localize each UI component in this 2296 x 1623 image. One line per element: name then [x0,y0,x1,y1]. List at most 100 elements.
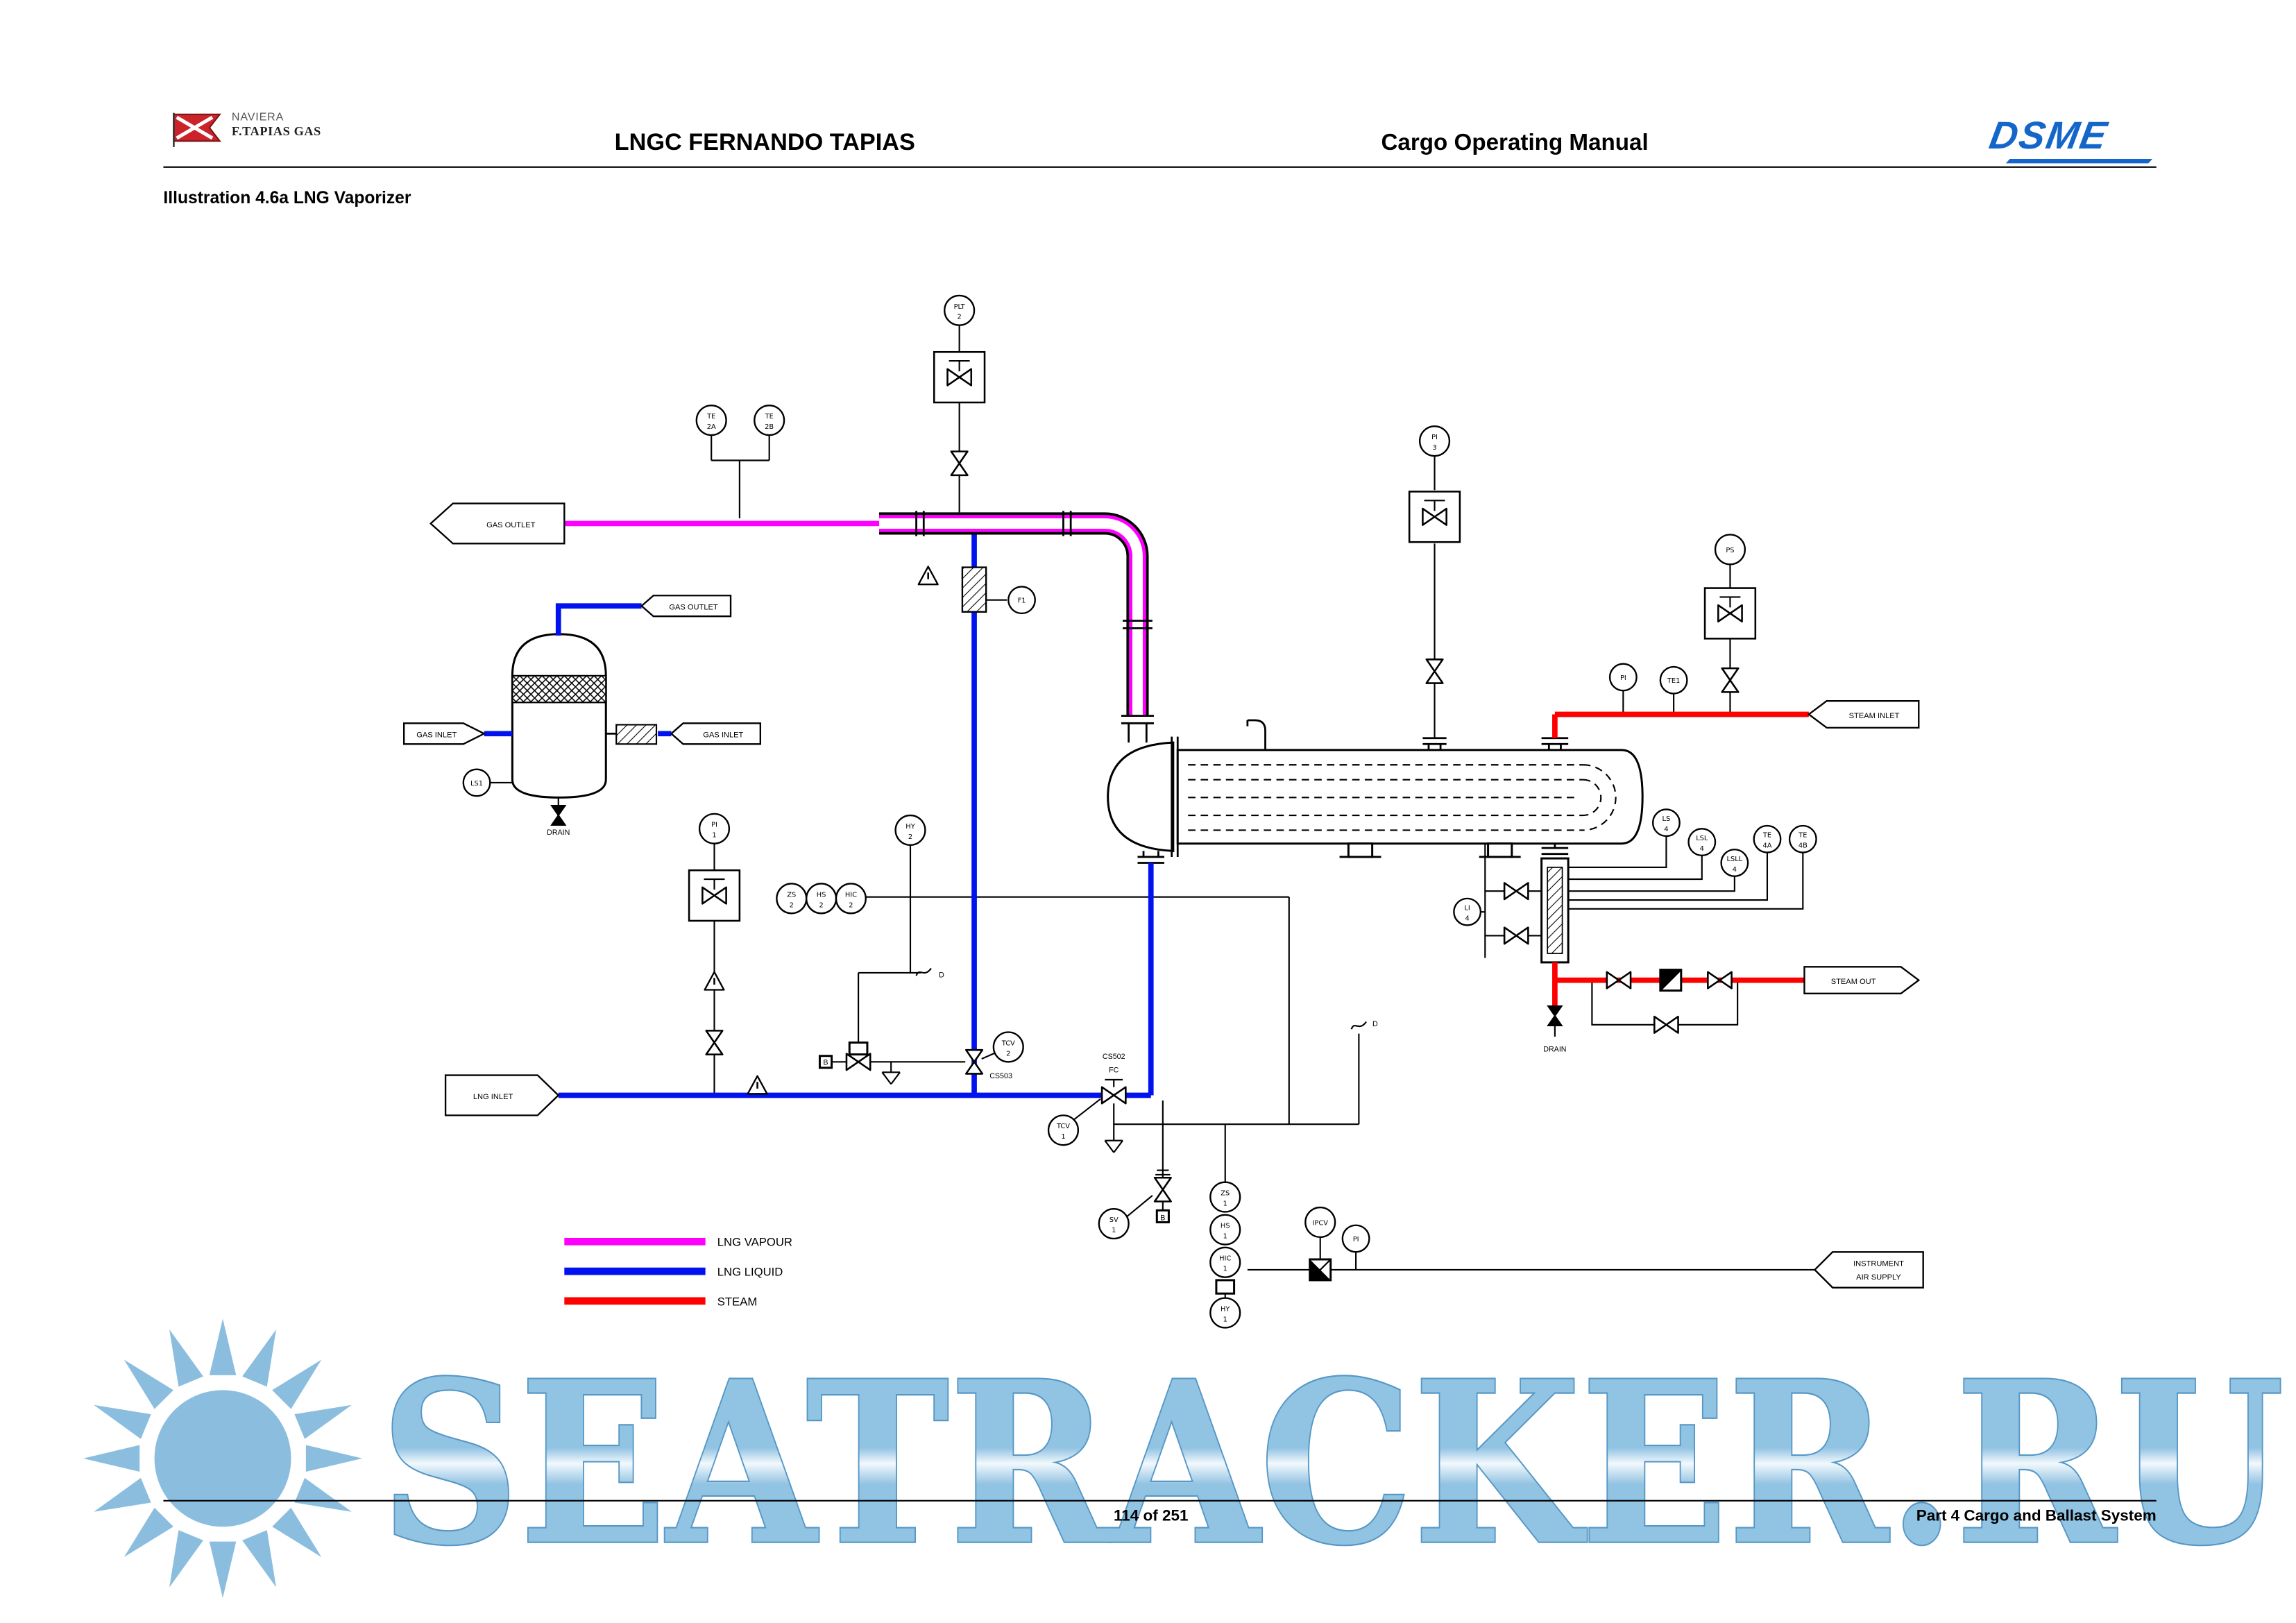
gauge-valve [1503,882,1529,901]
drain-label: DRAIN [547,829,570,837]
svg-text:1: 1 [1112,1227,1116,1234]
air-filter-regulator [1309,1258,1332,1282]
saddle-support [1347,842,1374,858]
legend: LNG VAPOUR LNG LIQUID STEAM [564,1236,792,1308]
svg-text:PI: PI [711,822,717,829]
drain-label: DRAIN [1543,1045,1566,1053]
svg-text:HS: HS [1221,1223,1230,1230]
block-valve [1721,667,1740,693]
svg-text:LI: LI [1464,905,1470,912]
svg-text:2: 2 [958,314,962,321]
line-break-squiggle [915,967,933,977]
svg-text:STEAM OUT: STEAM OUT [1831,978,1876,986]
svg-text:1: 1 [1223,1200,1227,1207]
pi1-control-valve [688,869,741,922]
warning-triangle [747,1075,768,1095]
svg-text:HIC: HIC [845,891,857,899]
svg-text:ZS: ZS [1221,1190,1230,1198]
instrument-hy1: HY1 [1209,1297,1241,1329]
fc-label: FC [1109,1066,1119,1074]
process-lines [484,520,1809,1098]
watermark-sun-icon [83,1318,363,1598]
drain-funnel [881,1071,901,1085]
svg-text:TE1: TE1 [1667,677,1680,685]
svg-text:TCV: TCV [1001,1039,1015,1047]
instrument-hy2: HY2 [894,814,926,847]
svg-text:4: 4 [1664,826,1668,833]
footer-rule [163,1499,2157,1502]
warning-triangle [917,566,939,586]
header-rule [163,166,2157,168]
svg-text:GAS OUTLET: GAS OUTLET [486,521,536,529]
instrument-ipcv: IPCV [1304,1206,1336,1239]
svg-text:PI: PI [1620,674,1626,682]
svg-text:LS1: LS1 [470,780,483,788]
flag-lng-inlet: LNG INLET [444,1074,560,1116]
drain-valve [551,805,566,826]
svg-text:TE: TE [706,413,715,420]
svg-text:PS: PS [1726,547,1734,554]
b-box-label: B [823,1059,828,1067]
svg-text:SV: SV [1109,1216,1119,1224]
instrument-ps: PS [1714,534,1746,566]
cs502-control-valve [1100,1078,1127,1105]
svg-text:HY: HY [1221,1305,1230,1313]
relief-valve [1153,1169,1172,1203]
warning-triangle [704,971,725,991]
svg-text:1: 1 [1223,1266,1227,1273]
svg-text:TCV: TCV [1056,1123,1070,1130]
instrument-tcv1: TCV 1 [1047,1114,1080,1146]
svg-text:2: 2 [1006,1050,1010,1057]
svg-text:IPCV: IPCV [1313,1219,1329,1227]
cs502-label: CS502 [1103,1053,1125,1061]
svg-text:1: 1 [1223,1233,1227,1241]
instrument-te1: TE1 [1659,665,1688,695]
legend-vapour-label: LNG VAPOUR [717,1236,792,1249]
bypass-valve [1653,1015,1679,1034]
lng-vaporizer-vessel [1107,719,1644,864]
flag-steam-out: STEAM OUT [1803,966,1921,995]
positioner [848,1041,869,1056]
mist-separator [511,633,658,799]
svg-text:2: 2 [790,901,794,909]
instrument-hs2: HS2 [806,883,837,915]
saddle-support [1487,842,1513,858]
pi3-control-valve [1408,491,1461,543]
flag-steam-inlet: STEAM INLET [1807,700,1920,729]
flag-gas-outlet-separator: GAS OUTLET [640,595,732,618]
svg-text:LS: LS [1663,815,1671,823]
svg-text:1: 1 [1061,1133,1065,1141]
svg-text:ZS: ZS [787,891,796,899]
svg-text:4: 4 [1700,845,1704,853]
svg-text:GAS OUTLET: GAS OUTLET [669,604,718,612]
svg-text:2B: 2B [765,423,774,431]
steam-out-valve [1707,971,1733,989]
svg-text:F1: F1 [1018,597,1026,605]
instrument-pi-air: PI [1341,1224,1370,1253]
vapour-pipe [879,511,1155,743]
illustration-title: Illustration 4.6a LNG Vaporizer [163,189,411,208]
instrument-ls1: LS1 [462,768,491,797]
svg-text:PI: PI [1353,1236,1359,1243]
plt-control-valve [933,350,986,404]
flag-gas-inlet-right: GAS INLET [670,722,762,745]
svg-text:1: 1 [712,832,716,840]
flag-gas-inlet-left: GAS INLET [402,722,486,745]
line-flags: GAS OUTLET GAS OUTLET GAS INLET GAS INLE… [402,502,1924,1289]
instrument-f1: F1 [1007,586,1036,615]
brand-bottom: F.TAPIAS GAS [231,123,321,139]
condensate-level-column [1540,843,1570,964]
svg-text:HIC: HIC [1219,1255,1231,1263]
steam-trap [1659,969,1683,992]
signal-lines [490,325,1815,1298]
block-valve [950,450,969,477]
svg-text:LSL: LSL [1696,835,1708,842]
